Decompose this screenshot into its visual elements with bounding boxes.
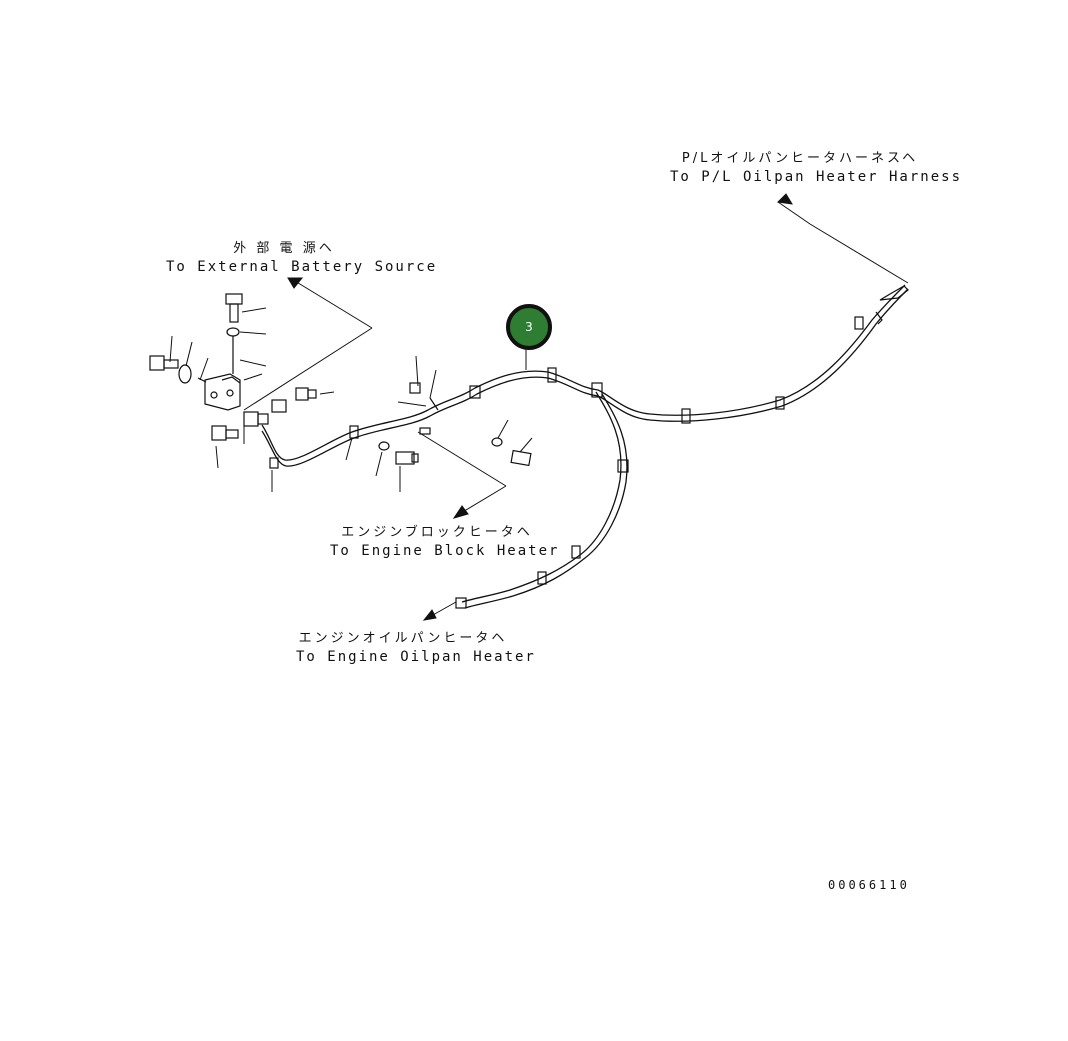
harness-clamps	[269, 285, 909, 609]
harness-branch-oilpan	[461, 391, 628, 609]
label-external-battery: 外 部 電 源ヘ To External Battery Source	[166, 240, 438, 276]
mid-fasteners	[378, 382, 532, 467]
label-engine-block-heater: エンジンブロックヒータヘ To Engine Block Heater	[330, 524, 560, 560]
direction-arrows	[243, 193, 909, 621]
part-callout-3[interactable]: 3	[506, 304, 552, 350]
label-external-battery-en: To External Battery Source	[166, 259, 438, 275]
label-pl-oilpan-harness: P/Lオイルパンヒータハーネスヘ To P/L Oilpan Heater Ha…	[670, 150, 963, 186]
label-engine-oilpan-heater-en: To Engine Oilpan Heater	[296, 649, 536, 665]
label-external-battery-jp: 外 部 電 源ヘ	[233, 241, 335, 256]
drawing-number: 00066110	[828, 878, 910, 892]
label-pl-oilpan-harness-jp: P/Lオイルパンヒータハーネスヘ	[681, 151, 919, 166]
label-pl-oilpan-harness-en: To P/L Oilpan Heater Harness	[670, 169, 963, 185]
label-engine-oilpan-heater: エンジンオイルパンヒータヘ To Engine Oilpan Heater	[296, 630, 536, 666]
harness-trunk	[261, 284, 909, 467]
label-engine-block-heater-jp: エンジンブロックヒータヘ	[341, 525, 533, 540]
label-engine-block-heater-en: To Engine Block Heater	[330, 543, 560, 559]
bracket-assembly	[149, 293, 317, 441]
label-engine-oilpan-heater-jp: エンジンオイルパンヒータヘ	[298, 631, 508, 646]
leader-lines	[169, 307, 533, 492]
